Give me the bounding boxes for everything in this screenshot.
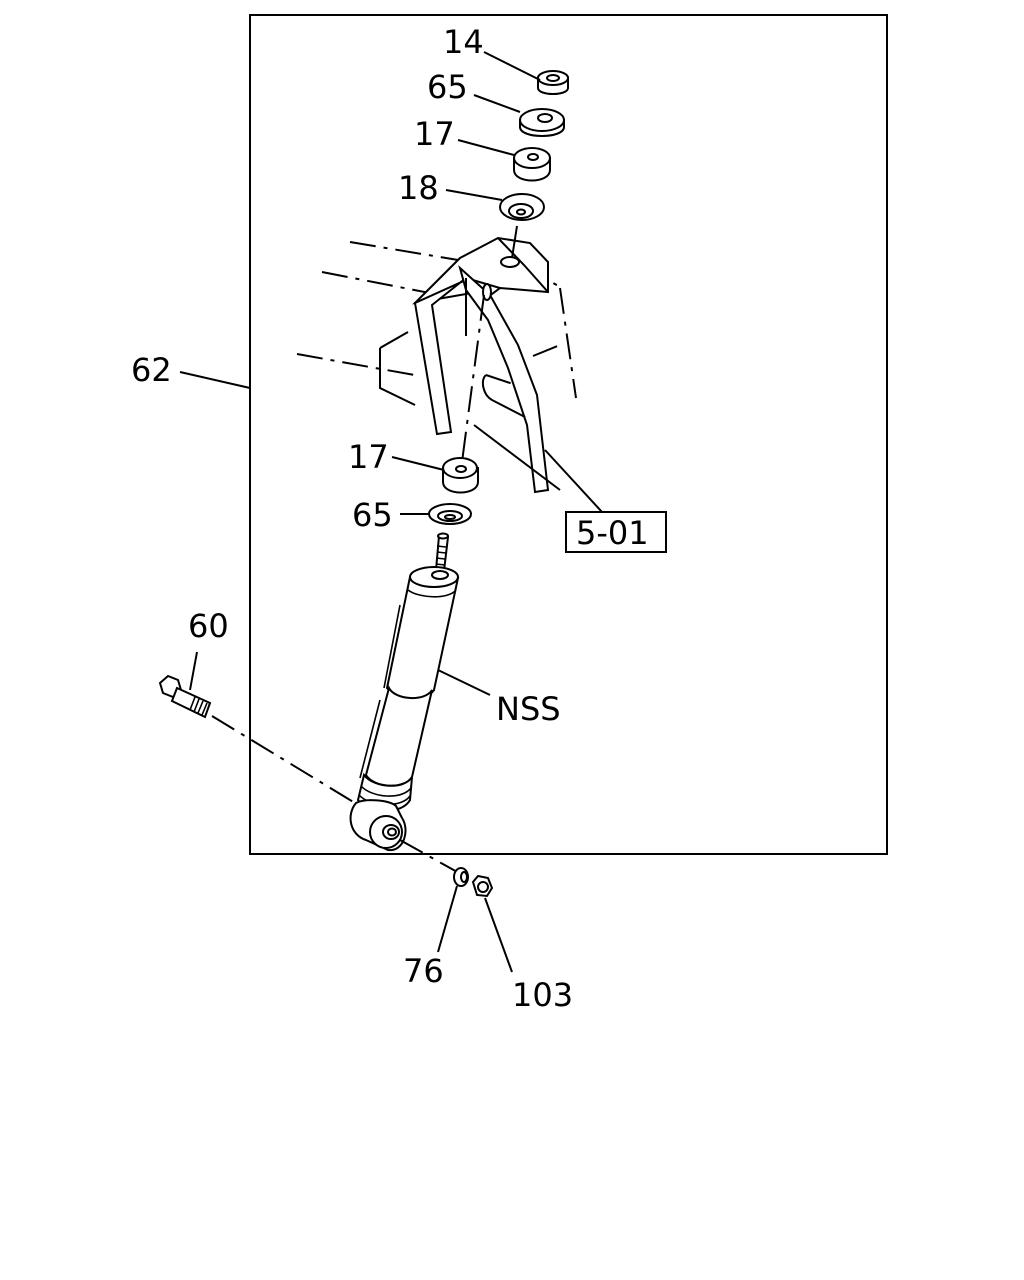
callout-65-lower: 65 (352, 496, 393, 534)
callout-60: 60 (188, 607, 229, 645)
callout-5-01: 5-01 (576, 514, 649, 552)
callout-nss: NSS (496, 690, 561, 728)
callout-103: 103 (512, 976, 573, 1014)
callout-62: 62 (131, 351, 172, 389)
washer-76 (453, 867, 469, 887)
axis-line-bolt (211, 715, 356, 804)
leader-lines (179, 51, 603, 973)
callout-17-lower: 17 (348, 438, 389, 476)
callout-17-top: 17 (414, 115, 455, 153)
callout-14: 14 (443, 23, 484, 61)
callout-18: 18 (398, 169, 439, 207)
bushing-17-lower (442, 457, 479, 494)
reference-box-5-01 (565, 511, 667, 553)
washer-65-top (519, 108, 565, 137)
assembly-frame (249, 14, 888, 855)
cup-washer-18 (499, 193, 545, 221)
washer-65-lower (428, 503, 472, 525)
callout-65-top: 65 (427, 68, 468, 106)
callout-76: 76 (403, 952, 444, 990)
axis-line-top (511, 225, 518, 259)
nut-103 (471, 874, 494, 898)
frame-bracket (296, 236, 577, 494)
bolt-60 (158, 674, 212, 719)
nut-14 (537, 70, 569, 95)
axis-line-stud (461, 294, 485, 463)
bushing-17-top (513, 147, 551, 182)
shock-absorber (349, 532, 460, 852)
